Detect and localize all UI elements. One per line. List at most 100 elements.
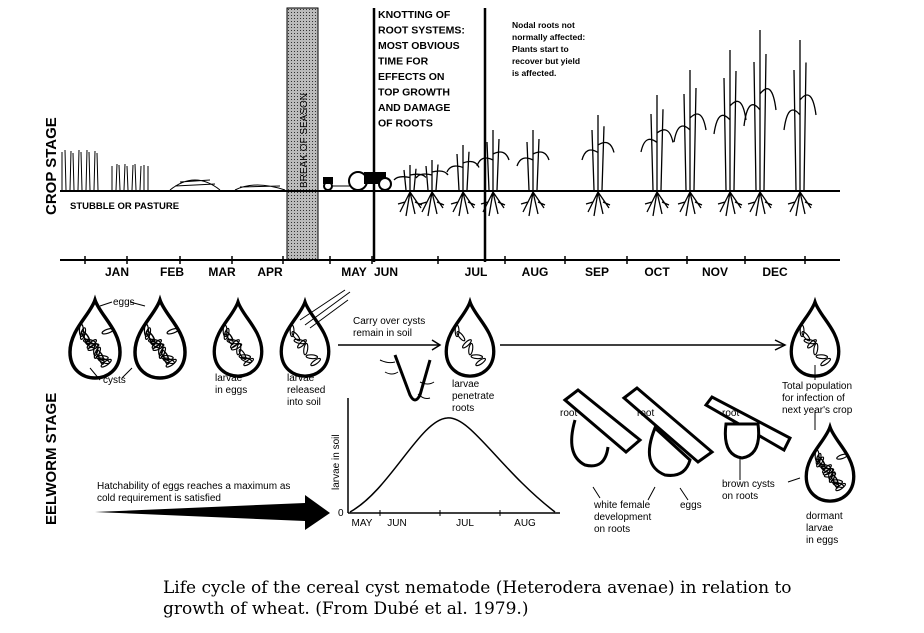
month-label: AUG bbox=[522, 265, 549, 279]
hatchability-arrow bbox=[95, 495, 330, 530]
graph-xtick-label: JUL bbox=[456, 518, 474, 529]
crop-stage-heading: CROP STAGE bbox=[43, 117, 60, 215]
month-label: APR bbox=[257, 265, 283, 279]
larvae-release-lines bbox=[299, 289, 351, 329]
eggs-label: eggs bbox=[113, 297, 135, 308]
nodal-line: is affected. bbox=[512, 68, 556, 78]
stubble-label: STUBBLE OR PASTURE bbox=[70, 201, 179, 212]
larvae-penetrate-label: penetrate bbox=[452, 391, 495, 402]
larvae-released-label: larvae bbox=[287, 373, 315, 384]
root-label: root bbox=[560, 408, 577, 419]
month-label: JUL bbox=[465, 265, 488, 279]
larvae-wiggles bbox=[379, 359, 435, 399]
arrowhead-icon bbox=[774, 339, 787, 351]
arrowhead-icon bbox=[431, 339, 442, 351]
knotting-line: MOST OBVIOUS bbox=[378, 40, 460, 52]
caption-line-2: growth of wheat. (From Dubé et al. 1979.… bbox=[163, 599, 528, 619]
white-female-label: white female bbox=[593, 500, 651, 511]
root-stage-2 bbox=[621, 386, 715, 477]
month-label: MAR bbox=[208, 265, 236, 279]
wheat-plant-icon bbox=[640, 95, 674, 217]
wheat-plants bbox=[393, 30, 817, 217]
cyst-icon bbox=[804, 421, 856, 503]
month-label: JAN bbox=[105, 265, 129, 279]
wheat-plant-icon bbox=[743, 30, 777, 217]
wheat-plant-icon bbox=[673, 70, 707, 217]
wheat-plant-icon bbox=[446, 145, 480, 217]
month-label: FEB bbox=[160, 265, 184, 279]
eggs-label-2: eggs bbox=[680, 500, 702, 511]
wheat-plant-icon bbox=[415, 160, 449, 217]
root-stage-1 bbox=[562, 388, 643, 468]
graph-zero: 0 bbox=[338, 508, 344, 519]
knotting-text: KNOTTING OF ROOT SYSTEMS: MOST OBVIOUS TIME… bbox=[378, 9, 465, 130]
stubble-icon bbox=[61, 149, 286, 191]
leader-lines bbox=[89, 301, 146, 381]
larvae-released-label: into soil bbox=[287, 397, 321, 408]
knotting-line: EFFECTS ON bbox=[378, 71, 445, 83]
total-population-label: for infection of bbox=[782, 393, 845, 404]
break-of-season-label: BREAK OF SEASON bbox=[299, 93, 310, 188]
cyst-icon bbox=[444, 296, 496, 378]
larvae-penetrate-label: roots bbox=[452, 403, 474, 414]
cyst-icon bbox=[68, 294, 122, 380]
cyst-icon bbox=[789, 296, 841, 378]
cyst-icon bbox=[279, 296, 331, 378]
cyst-icon bbox=[133, 294, 187, 380]
month-label: NOV bbox=[702, 265, 728, 279]
dormant-label: in eggs bbox=[806, 535, 838, 546]
root-label: root bbox=[637, 408, 654, 419]
nodal-roots-text: Nodal roots not normally affected: Plants … bbox=[512, 20, 585, 78]
graph-xtick-label: JUN bbox=[387, 518, 406, 529]
dormant-label: larvae bbox=[806, 523, 834, 534]
nodal-line: Nodal roots not bbox=[512, 20, 575, 30]
cyst-icon bbox=[212, 296, 264, 378]
carry-over-label: remain in soil bbox=[353, 328, 412, 339]
wheat-plant-icon bbox=[581, 115, 615, 217]
month-label: DEC bbox=[762, 265, 788, 279]
knotting-line: OF ROOTS bbox=[378, 118, 433, 130]
graph-xtick-label: AUG bbox=[514, 518, 536, 529]
wheat-plant-icon bbox=[783, 40, 817, 217]
nodal-line: normally affected: bbox=[512, 32, 585, 42]
month-label: JUN bbox=[374, 265, 398, 279]
tractor-icon bbox=[323, 171, 392, 191]
month-label: OCT bbox=[644, 265, 670, 279]
larvae-curve bbox=[349, 417, 556, 513]
nodal-line: recover but yield bbox=[512, 56, 580, 66]
knotting-line: ROOT SYSTEMS: bbox=[378, 25, 465, 37]
cysts-group bbox=[68, 294, 856, 503]
root-stage-3 bbox=[703, 395, 792, 460]
wheat-plant-icon bbox=[713, 50, 747, 217]
wheat-plant-icon bbox=[393, 165, 427, 217]
carry-over-label: Carry over cysts bbox=[353, 316, 425, 327]
month-label: MAY bbox=[341, 265, 367, 279]
graph-ylabel: larvae in soil bbox=[331, 434, 342, 490]
knotting-line: TIME FOR bbox=[378, 56, 429, 68]
white-female-label: development bbox=[594, 512, 651, 523]
month-labels: JAN FEB MAR APR MAY JUN JUL AUG SEP OCT NOV DEC bbox=[84, 256, 806, 279]
brown-cysts-label: on roots bbox=[722, 491, 758, 502]
brown-cysts-label: brown cysts bbox=[722, 479, 775, 490]
root-label: root bbox=[722, 408, 739, 419]
cysts-label: cysts bbox=[103, 375, 126, 386]
knotting-line: KNOTTING OF bbox=[378, 9, 451, 21]
wheat-plant-icon bbox=[476, 130, 510, 217]
total-population-label: Total population bbox=[782, 381, 852, 392]
nodal-line: Plants start to bbox=[512, 44, 569, 54]
dormant-label: dormant bbox=[806, 511, 843, 522]
larvae-in-eggs-label: in eggs bbox=[215, 385, 247, 396]
knotting-line: TOP GROWTH bbox=[378, 87, 450, 99]
graph-xtick-label: MAY bbox=[352, 518, 373, 529]
white-female-label: on roots bbox=[594, 524, 630, 535]
month-label: SEP bbox=[585, 265, 609, 279]
root-tip-icon bbox=[393, 354, 432, 402]
larvae-released-label: released bbox=[287, 385, 325, 396]
graph-xticks: MAY JUN JUL AUG bbox=[352, 510, 536, 529]
knotting-line: AND DAMAGE bbox=[378, 102, 450, 114]
hatchability-label: cold requirement is satisfied bbox=[97, 493, 221, 504]
wheat-plant-icon bbox=[516, 130, 550, 217]
eelworm-stage-heading: EELWORM STAGE bbox=[43, 393, 60, 525]
